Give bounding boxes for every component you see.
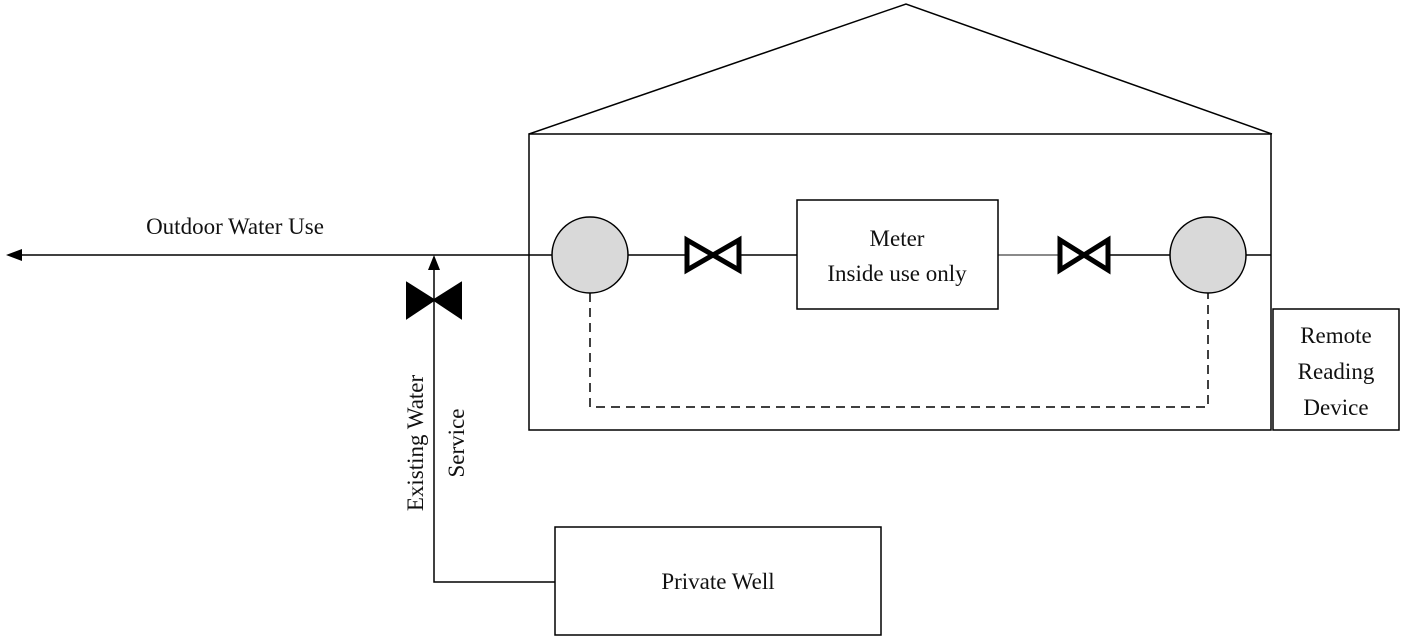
existing-water-label: Existing Water xyxy=(403,374,428,511)
service-valve-icon-right xyxy=(432,281,462,320)
left-valve-icon xyxy=(684,235,719,275)
right-valve-icon xyxy=(1057,235,1089,275)
outdoor-flow-arrow-icon xyxy=(6,249,22,261)
service-flow-arrow-icon xyxy=(428,255,440,270)
remote-reading-device-label-line2: Reading xyxy=(1298,359,1375,384)
service-valve-icon xyxy=(406,281,436,320)
house-roof xyxy=(528,3,1273,135)
existing-service-pipe xyxy=(433,268,555,583)
left-valve-icon-right xyxy=(707,235,742,275)
left-sensor-node xyxy=(551,216,629,294)
house-outline xyxy=(528,133,1272,431)
meter-label-line2: Inside use only xyxy=(827,261,967,286)
service-label: Service xyxy=(444,409,469,478)
meter-label-line1: Meter xyxy=(870,226,925,251)
remote-reading-device-label-line1: Remote xyxy=(1300,323,1372,348)
right-sensor-node xyxy=(1169,216,1247,294)
remote-reading-device-box xyxy=(1272,308,1400,431)
remote-reading-device-label-line3: Device xyxy=(1303,395,1368,420)
right-valve-icon-right xyxy=(1079,235,1111,275)
private-well-box xyxy=(554,526,882,636)
signal-wire-dashed xyxy=(589,293,1209,408)
outdoor-water-use-label: Outdoor Water Use xyxy=(146,214,324,239)
meter-box xyxy=(796,199,999,310)
private-well-label: Private Well xyxy=(661,569,774,594)
